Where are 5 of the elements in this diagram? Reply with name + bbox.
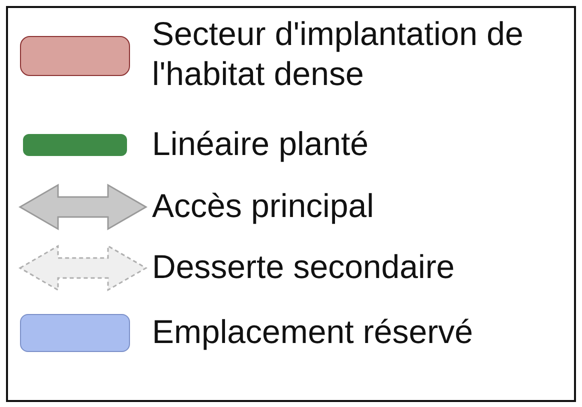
- legend-label: Linéaire planté: [152, 124, 370, 164]
- legend-label: Desserte secondaire: [152, 247, 456, 287]
- legend-label: Accès principal: [152, 186, 375, 226]
- legend-label: Secteur d'implantation de l'habitat dense: [152, 14, 524, 94]
- legend-label: Emplacement réservé: [152, 312, 474, 352]
